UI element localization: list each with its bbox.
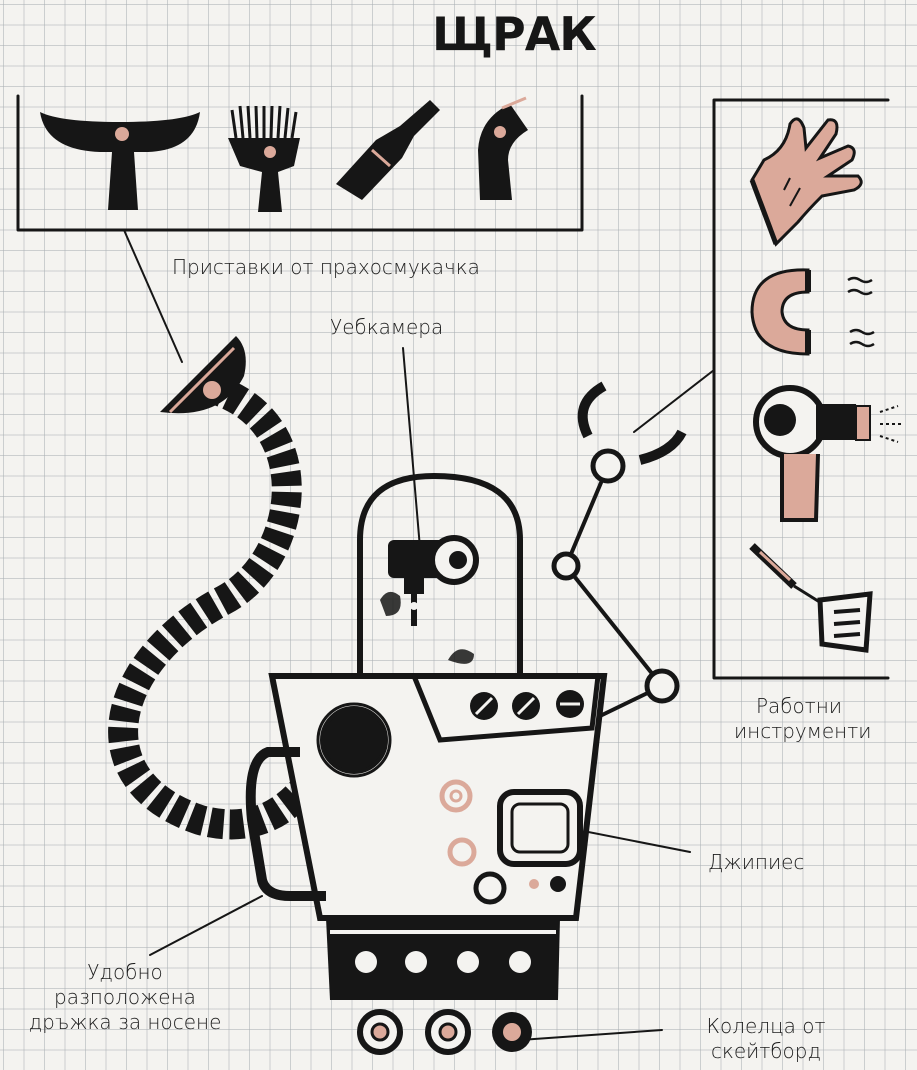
label-webcam: Уебкамера	[330, 315, 443, 340]
brush-nozzle-icon	[228, 106, 300, 212]
glove-icon	[752, 119, 861, 244]
wheels-leader	[520, 1030, 662, 1040]
magnet-icon	[752, 270, 874, 354]
label-wheels-line1: Колелца от	[676, 1014, 856, 1039]
handle-leader	[150, 896, 262, 955]
webcam-leader	[403, 348, 420, 548]
gps-icon	[500, 792, 580, 864]
body-buttons	[470, 690, 584, 720]
label-work-tools-line1: Работни	[734, 694, 864, 719]
label-wheels-line2: скейтборд	[676, 1039, 856, 1064]
attachments-leader	[124, 230, 182, 362]
label-gps: Джипиес	[708, 850, 804, 875]
label-work-tools: Работни инструменти	[734, 694, 864, 744]
crevice-tool-icon	[336, 100, 440, 200]
label-handle-line2: разположена	[10, 985, 240, 1010]
label-carry-handle: Удобно разположена дръжка за носене	[10, 960, 240, 1035]
hair-dryer-icon	[756, 388, 902, 520]
vacuum-nozzle-icon	[40, 112, 200, 210]
label-work-tools-line2: инструменти	[734, 719, 864, 744]
label-skateboard-wheels: Колелца от скейтборд	[676, 1014, 856, 1064]
tools-leader	[634, 370, 714, 432]
page-title: ЩРАК	[432, 2, 592, 66]
elbow-tube-icon	[478, 98, 528, 200]
webcam-icon	[388, 538, 476, 626]
robot-arm	[554, 386, 682, 716]
label-handle-line3: дръжка за носене	[10, 1010, 240, 1035]
skateboard-wheels	[360, 1012, 532, 1052]
label-handle-line1: Удобно	[10, 960, 240, 985]
hose-connector	[322, 708, 386, 772]
label-vacuum-attachments: Приставки от прахосмукачка	[172, 255, 480, 280]
spatula-brush-icon	[752, 546, 870, 650]
